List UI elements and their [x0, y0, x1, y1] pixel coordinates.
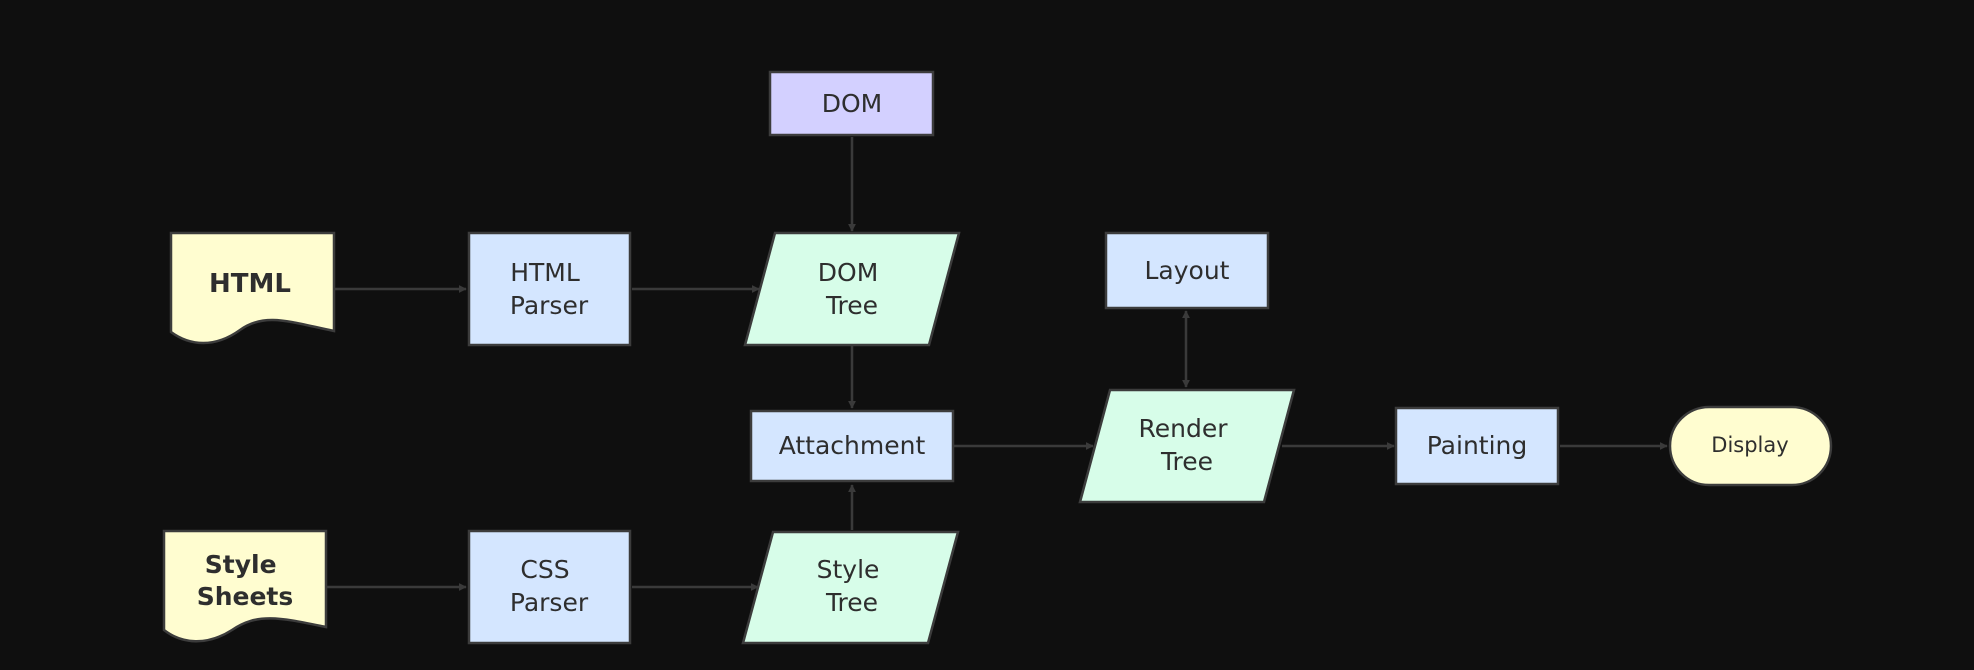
html-label: HTML [209, 269, 291, 299]
render-tree-label: Render Tree [1139, 414, 1236, 476]
style-sheets-label: Style Sheets [197, 550, 294, 611]
html-document-shape [169, 231, 336, 345]
layout-shape [1104, 231, 1270, 310]
dom-tree-shape [743, 231, 961, 347]
painting-shape [1394, 406, 1560, 486]
style-tree-shape [741, 530, 960, 645]
edges [326, 137, 1668, 591]
html-parser-label: HTML Parser [510, 258, 589, 320]
painting-label: Painting [1427, 431, 1528, 460]
render-tree-shape [1078, 388, 1296, 504]
nodes [162, 70, 1833, 645]
display-shape [1668, 405, 1833, 487]
html-parser-shape [467, 231, 632, 347]
style-tree-label: Style Tree [817, 555, 888, 617]
attachment-label: Attachment [779, 431, 926, 460]
attachment-shape [749, 409, 955, 483]
css-parser-label: CSS Parser [510, 555, 589, 617]
dom-node-shape [768, 70, 935, 137]
layout-label: Layout [1145, 256, 1230, 285]
display-label: Display [1711, 433, 1788, 457]
dom-tree-label: DOM Tree [818, 258, 886, 320]
style-sheets-document-shape [162, 529, 328, 643]
labels: DOM HTML HTML Parser DOM Tree Layout Att… [197, 89, 1789, 617]
css-parser-shape [467, 529, 632, 645]
dom-label: DOM [822, 89, 883, 118]
